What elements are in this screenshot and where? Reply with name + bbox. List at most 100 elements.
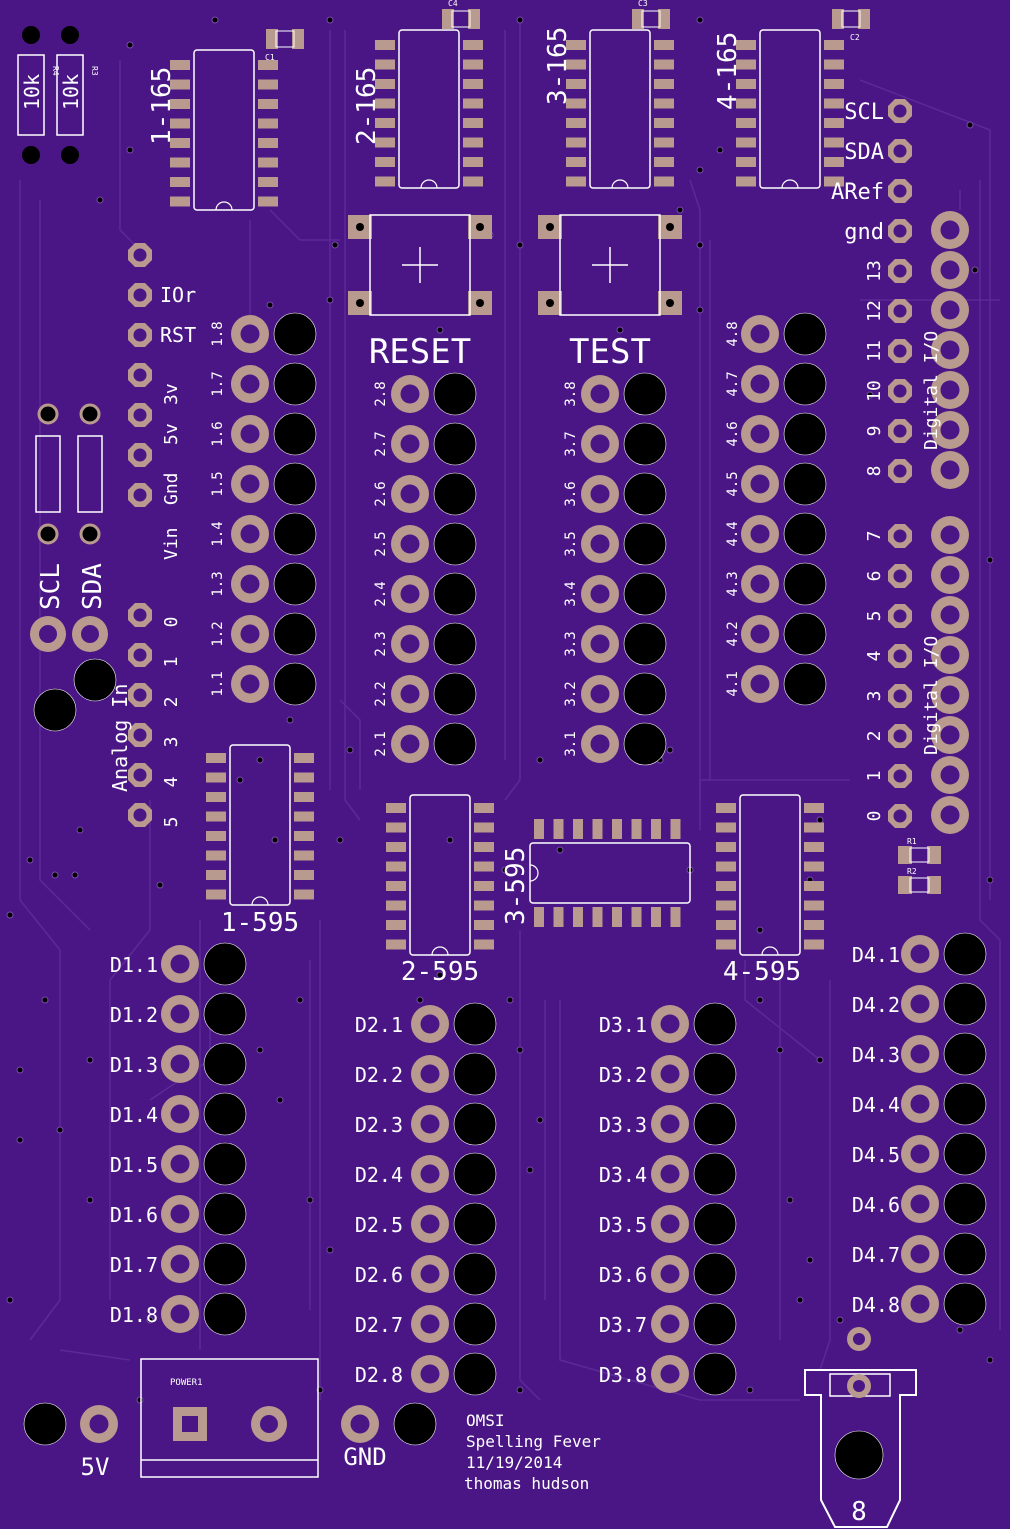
digital-pad [888, 684, 912, 708]
smd-pad [654, 59, 674, 70]
via [436, 971, 444, 979]
via [506, 996, 514, 1004]
output-label: D1.1 [110, 953, 158, 977]
input-ring-pad [581, 625, 619, 663]
analog-label: 1 [161, 657, 182, 668]
mount-hole [393, 1402, 437, 1446]
cap-pad [442, 9, 454, 29]
output-label: D1.7 [110, 1253, 158, 1277]
digital-label: 2 [864, 731, 885, 742]
smd-pad [206, 870, 226, 880]
pad-drill [940, 300, 960, 320]
pad-drill [133, 688, 147, 702]
output-hole-pad [453, 1302, 497, 1346]
pad-drill [133, 408, 147, 422]
switch-outline [369, 214, 471, 316]
via [236, 776, 244, 784]
digital-pad [888, 419, 912, 443]
smd-pad [736, 137, 756, 148]
header-pad [128, 283, 152, 307]
input-ring-pad [581, 425, 619, 463]
output-hole-pad [693, 1102, 737, 1146]
smd-pad [375, 157, 395, 167]
header-pad [888, 219, 912, 243]
smd-pad [170, 196, 190, 207]
via [331, 241, 339, 249]
pad-drill [590, 684, 610, 704]
header-label: SDA [844, 140, 884, 165]
output-ring-pad [411, 1205, 449, 1243]
smd-pad [463, 137, 483, 148]
input-ring-pad [741, 515, 779, 553]
pad-drill [893, 264, 907, 278]
header-pad [888, 179, 912, 203]
i2c-pad [30, 616, 66, 652]
smd-pad [170, 60, 190, 70]
via [71, 871, 79, 879]
pad-drill [133, 248, 147, 262]
input-hole-pad [273, 412, 317, 456]
pad-drill [750, 424, 770, 444]
header-pad [888, 99, 912, 123]
smd-pad [654, 118, 674, 128]
input-hole-pad [623, 672, 667, 716]
output-label: D2.1 [355, 1013, 403, 1037]
smd-pad [375, 40, 395, 50]
input-label: 3.7 [563, 431, 579, 456]
power-connector-label: POWER1 [170, 1378, 203, 1388]
input-hole-pad [273, 362, 317, 406]
output-ring-pad [161, 1195, 199, 1233]
pad-drill [240, 424, 260, 444]
res-lead-hole [22, 26, 40, 44]
chip-outline [739, 794, 801, 956]
input-label: 1.8 [210, 321, 226, 346]
output-label: D3.6 [599, 1263, 647, 1287]
pad-drill [940, 605, 960, 625]
pad-drill [133, 608, 147, 622]
via [16, 1066, 24, 1074]
input-hole-pad [783, 662, 827, 706]
pad-drill [170, 1154, 190, 1174]
smd-pad [804, 861, 824, 872]
via [556, 846, 564, 854]
credit-line-3: 11/19/2014 [466, 1453, 562, 1472]
pad-drill [940, 340, 960, 360]
res-outline [909, 847, 930, 863]
switch-drill [666, 299, 674, 307]
pad-drill [590, 634, 610, 654]
pad-drill [240, 374, 260, 394]
output-hole-pad [693, 1352, 737, 1396]
smd-pad [736, 40, 756, 50]
input-label: 2.8 [373, 381, 389, 406]
smd-pad [474, 939, 494, 950]
output-hole-pad [943, 1182, 987, 1226]
via [86, 1196, 94, 1204]
pad-drill [893, 344, 907, 358]
smd-pad [654, 40, 674, 50]
pad-drill [910, 1244, 930, 1264]
input-ring-pad [741, 315, 779, 353]
via [126, 146, 134, 154]
smd-pad [206, 772, 226, 783]
analog-label: 5 [161, 817, 182, 828]
pad-drill [910, 1194, 930, 1214]
smd-pad [170, 177, 190, 187]
smd-pad [824, 118, 844, 128]
header-label: gnd [844, 220, 884, 245]
button-test: TEST [538, 214, 682, 372]
smd-pad [386, 842, 406, 852]
analog-title: Analog In [108, 684, 132, 792]
output-label: D2.8 [355, 1363, 403, 1387]
via [696, 166, 704, 174]
output-label: D2.3 [355, 1113, 403, 1137]
input-ring-pad [741, 615, 779, 653]
smd-pad [716, 842, 736, 852]
digital-pad [888, 764, 912, 788]
via [76, 826, 84, 834]
output-label: D1.6 [110, 1203, 158, 1227]
via [256, 756, 264, 764]
output-hole-pad [203, 1092, 247, 1136]
via [866, 391, 874, 399]
cap-label: C3 [638, 0, 648, 8]
